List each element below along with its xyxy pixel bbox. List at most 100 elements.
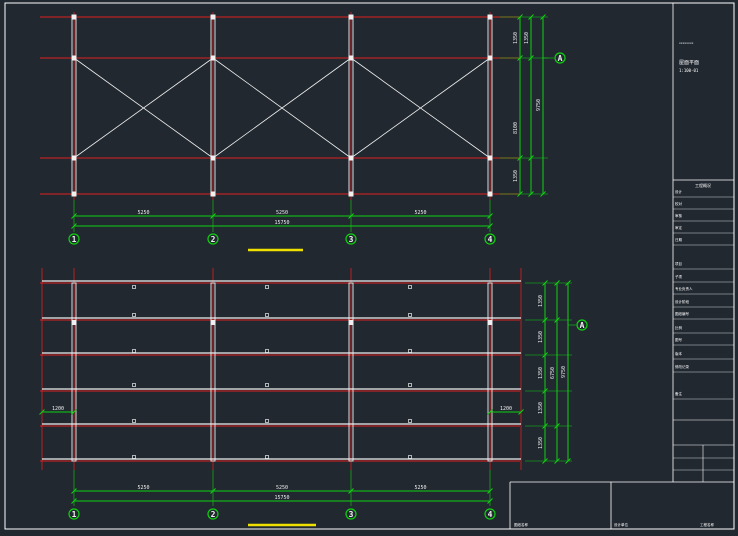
bottom-marker-0-2 [132,349,136,353]
bottom-grid-bubble-2-circle [345,508,357,520]
bottom-marker-1-0 [265,285,269,289]
top-column-node-0-3 [71,191,77,197]
top-column-node-1-3 [210,191,216,197]
top-column-node-2-0 [348,14,354,20]
top-column-node-0-0 [71,14,77,20]
bottom-axis-a-bubble-label: A [580,321,585,330]
bottom-bay-dim-1: 5250 [276,485,288,491]
bottom-left-dim: 1200 [52,406,64,412]
bottom-marker-2-5 [408,455,412,459]
bottom-marker-1-1 [265,313,269,317]
title-block-field-9: 图纸编号 [675,311,689,316]
bottom-cell-project-name: 工程名称 [700,522,714,527]
top-brace-b-1 [212,57,352,159]
bottom-grid-bubble-0-circle [68,508,80,520]
bottom-marker-1-2 [265,349,269,353]
bottom-column-2 [348,282,354,462]
top-total-dim-tick-right [487,223,493,229]
bottom-bay-dim-0: 5250 [137,485,149,491]
bottom-marker-2-3 [408,383,412,387]
bottom-column-3 [487,282,493,462]
bottom-vdim-text-4: 1350 [538,437,544,449]
title-block-field-5: 项目 [675,261,682,266]
top-bay-dim-1: 5250 [276,210,288,216]
bottom-bay-dim-2: 5250 [414,485,426,491]
top-vdim-text-overall: 9750 [536,99,542,111]
bottom-vdim-text-2: 1350 [538,367,544,379]
bottom-cell-design-unit: 设计单位 [614,522,628,527]
top-axis-a-bubble-circle [554,52,566,64]
bottom-grid-bubble-1-label: 2 [211,510,216,519]
top-grid-bubble-2-circle [345,233,357,245]
title-block-heading: xxxxxxxx [679,41,694,45]
bottom-vdim-text-3: 1350 [538,402,544,414]
top-vdim-text-0: 1350 [513,32,519,44]
title-block-field-11: 图号 [675,337,683,342]
bottom-marker-0-1 [132,313,136,317]
title-block-field-7: 专业负责人 [675,286,693,291]
bottom-right-dim-tick-b [518,409,524,415]
bottom-grid-bubble-2-label: 3 [349,510,354,519]
bottom-vdim-text-overall: 9750 [561,366,567,378]
title-block-field-0: 设计 [675,189,683,194]
bottom-node-3 [487,320,493,325]
bottom-marker-0-5 [132,455,136,459]
title-block: xxxxxxxx 屋面平面 1:100-01 工程概况 设计校对审核审定日期项目… [509,3,734,529]
top-grid-bubble-3-label: 4 [488,235,493,244]
top-grid-bubble-1-circle [207,233,219,245]
top-grid-bubble-1-label: 2 [211,235,216,244]
bottom-marker-2-0 [408,285,412,289]
bottom-left-dim-tick-b [71,409,77,415]
top-total-dim-tick-left [71,223,77,229]
top-column-node-3-3 [487,191,493,197]
bottom-node-0 [71,320,77,325]
bottom-grid-bubble-3-label: 4 [488,510,493,519]
title-block-field-8: 设计阶段 [675,299,689,304]
bottom-marker-0-3 [132,383,136,387]
title-block-field-14: 备注 [675,391,683,396]
bottom-vdim-text-sub: 6750 [550,367,556,379]
bottom-cell-drawing-name: 图纸名称 [514,522,528,527]
bottom-marker-1-4 [265,419,269,423]
top-vdim-text-2: 8100 [513,122,519,134]
top-total-dim: 15750 [274,220,289,226]
top-column-node-2-3 [348,191,354,197]
bottom-column-1 [210,282,216,462]
bottom-marker-2-4 [408,419,412,423]
bottom-left-dim-tick-a [39,409,45,415]
bottom-node-1 [210,320,216,325]
bottom-column-0 [71,282,77,462]
bottom-vdim-text-1: 1350 [538,331,544,343]
bottom-marker-2-1 [408,313,412,317]
bottom-marker-1-5 [265,455,269,459]
top-vdim-text-1: 1350 [524,32,530,44]
top-column-node-3-0 [487,14,493,20]
bottom-axis-a-bubble-circle [576,319,588,331]
top-bay-dim-0: 5250 [137,210,149,216]
title-block-field-12: 版本 [675,351,683,356]
bottom-marker-0-0 [132,285,136,289]
top-grid-bubble-0-label: 1 [72,235,77,244]
title-block-field-1: 校对 [675,201,683,206]
bottom-node-2 [348,320,354,325]
title-block-field-13: 修改记录 [675,364,689,369]
title-block-number: 1:100-01 [679,68,699,73]
top-vdim-text-3: 1350 [513,170,519,182]
top-grid-bubble-2-label: 3 [349,235,354,244]
bottom-right-dim: 1200 [500,406,512,412]
title-block-field-4: 日期 [675,237,683,242]
bottom-grid-bubble-1-circle [207,508,219,520]
bottom-total-dim-tick-right [487,498,493,504]
bottom-right-dim-tick-a [487,409,493,415]
top-column-node-1-0 [210,14,216,20]
bottom-total-dim: 15750 [274,495,289,501]
bottom-marker-0-4 [132,419,136,423]
top-axis-a-bubble-label: A [558,54,563,63]
top-grid-bubble-0-circle [68,233,80,245]
